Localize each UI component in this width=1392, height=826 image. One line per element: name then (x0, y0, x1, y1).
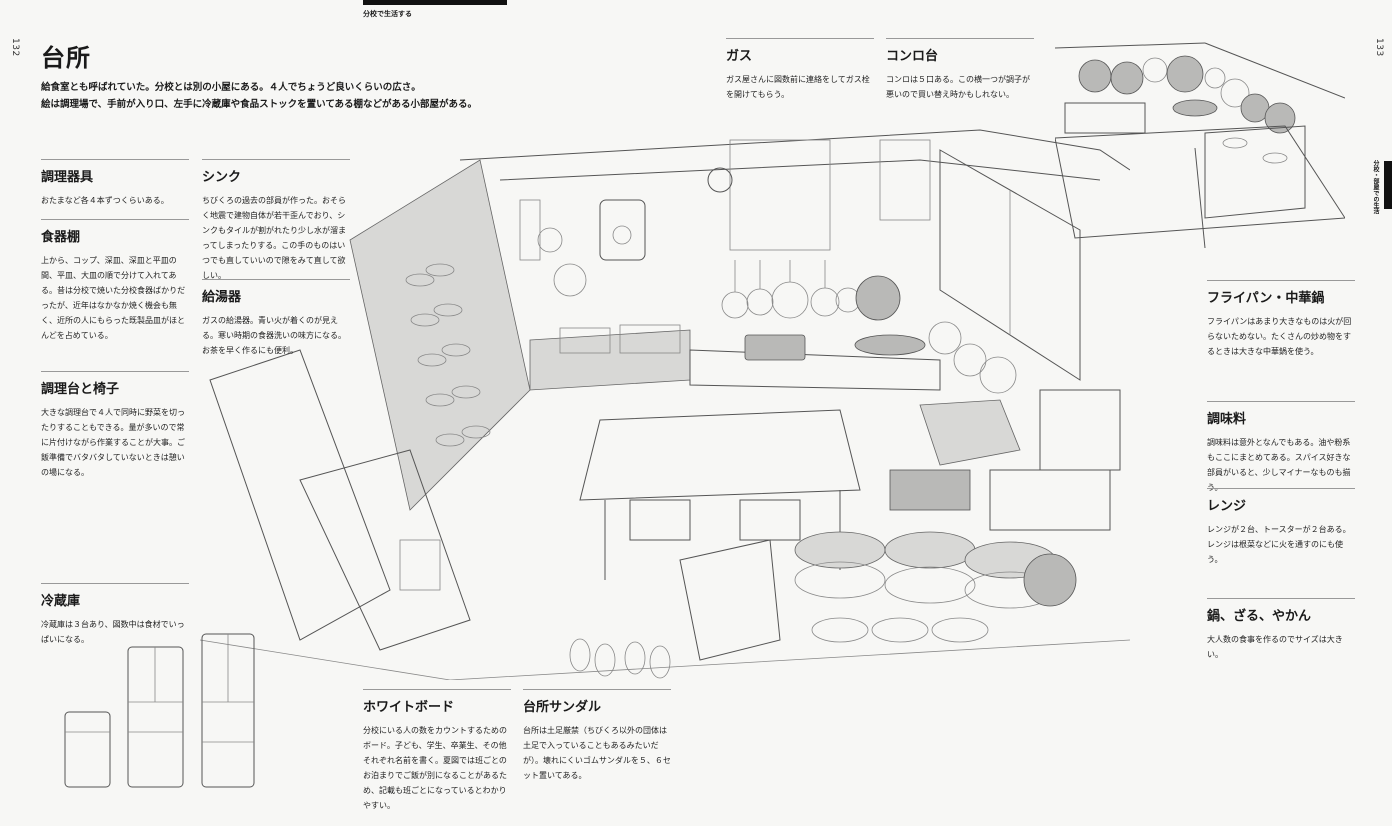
divider (886, 38, 1034, 39)
item-title: 鍋、ざる、やかん (1207, 609, 1312, 624)
item-kyutouki: 給湯器 ガスの給湯器。青い火が着くのが見える。寒い時期の食器洗いの味方になる。お… (202, 279, 350, 358)
divider (363, 689, 511, 690)
kitchen-sketch-illustration (200, 129, 1130, 680)
item-title: 食器棚 (41, 230, 81, 245)
item-choumiryou: 調味料 調味料は意外となんでもある。油や粉系もここにまとめてある。スパイス好きな… (1207, 401, 1355, 495)
divider (41, 219, 189, 220)
refrigerator-illustration (64, 633, 255, 788)
item-text: ガス屋さんに図数前に連絡をしてガス栓を開けてもらう。 (726, 75, 870, 99)
section-header-bar (363, 0, 507, 5)
side-tab-bar (1384, 161, 1392, 209)
item-text: コンロは５口ある。この横一つが調子が悪いので買い替え時かもしれない。 (886, 75, 1030, 99)
item-title: 台所サンダル (523, 700, 602, 715)
stove-inset-illustration (1055, 42, 1345, 249)
section-label: 分校で生活する (363, 10, 412, 18)
item-title: 調理台と椅子 (41, 382, 120, 397)
item-text: フライパンはあまり大きなものは火が回らないためない。たくさんの炒め物をするときは… (1207, 317, 1352, 356)
divider (41, 371, 189, 372)
item-chouridai: 調理台と椅子 大きな調理台で４人で同時に野菜を切ったりすることもできる。量が多い… (41, 371, 189, 480)
item-text: 分校にいる人の数をカウントするためのボード。子ども、学生、卒業生、その他それぞれ… (363, 726, 507, 810)
item-range: レンジ レンジが２台、トースターが２台ある。レンジは根菜などに火を通すのにも使う… (1207, 488, 1355, 567)
item-title: コンロ台 (886, 49, 939, 64)
item-frypan: フライパン・中華鍋 フライパンはあまり大きなものは火が回らないためない。たくさん… (1207, 280, 1355, 359)
item-sink: シンク ちびくろの過去の部員が作った。おそらく地震で建物自体が若干歪んでおり、シ… (202, 159, 350, 283)
item-title: レンジ (1207, 499, 1247, 514)
divider (726, 38, 874, 39)
item-title: 調味料 (1207, 412, 1247, 427)
item-sandal: 台所サンダル 台所は土足厳禁（ちびくろ以外の団体は土足で入っていることもあるみた… (523, 689, 671, 783)
page-number-right: 133 (1374, 38, 1384, 57)
item-text: ちびくろの過去の部員が作った。おそらく地震で建物自体が若干歪んでおり、シンクもタ… (202, 196, 346, 280)
item-title: 調理器具 (41, 170, 94, 185)
item-text: 台所は土足厳禁（ちびくろ以外の団体は土足で入っていることもあるみたいだが）。壊れ… (523, 726, 671, 780)
divider (202, 159, 350, 160)
item-reizouko: 冷蔵庫 冷蔵庫は３台あり、図数中は食材でいっぱいになる。 (41, 583, 189, 647)
item-title: シンク (202, 170, 242, 185)
item-whiteboard: ホワイトボード 分校にいる人の数をカウントするためのボード。子ども、学生、卒業生… (363, 689, 511, 813)
item-chouriki: 調理器具 おたまなど各４本ずつくらいある。 (41, 159, 189, 208)
item-text: ガスの給湯器。青い火が着くのが見える。寒い時期の食器洗いの味方になる。お茶を早く… (202, 316, 346, 355)
intro-line-1: 給食室とも呼ばれていた。分校とは別の小屋にある。４人でちょうど良いくらいの広さ。 (41, 82, 421, 93)
item-title: ホワイトボード (363, 700, 455, 715)
divider (1207, 598, 1355, 599)
divider (1207, 488, 1355, 489)
side-tab-label: 分校・部屋での生活 (1372, 160, 1379, 214)
divider (523, 689, 671, 690)
item-title: 給湯器 (202, 290, 242, 305)
divider (1207, 280, 1355, 281)
intro-line-2: 絵は調理場で、手前が入り口、左手に冷蔵庫や食品ストックを置いてある棚などがある小… (41, 99, 478, 110)
item-title: フライパン・中華鍋 (1207, 291, 1325, 306)
item-nabe: 鍋、ざる、やかん 大人数の食事を作るのでサイズは大きい。 (1207, 598, 1355, 662)
item-shokkidana: 食器棚 上から、コップ、深皿、深皿と平皿の間、平皿、大皿の順で分けて入れてある。… (41, 219, 189, 343)
divider (1207, 401, 1355, 402)
divider (41, 583, 189, 584)
item-title: ガス (726, 49, 753, 64)
item-text: 大人数の食事を作るのでサイズは大きい。 (1207, 635, 1343, 659)
item-text: レンジが２台、トースターが２台ある。レンジは根菜などに火を通すのにも使う。 (1207, 525, 1351, 564)
intro-text: 給食室とも呼ばれていた。分校とは別の小屋にある。４人でちょうど良いくらいの広さ。… (41, 79, 541, 113)
divider (41, 159, 189, 160)
page-title: 台所 (41, 44, 91, 72)
page-number-left: 132 (10, 38, 20, 57)
divider (202, 279, 350, 280)
item-text: 上から、コップ、深皿、深皿と平皿の間、平皿、大皿の順で分けて入れてある。昔は分校… (41, 256, 186, 340)
item-text: 大きな調理台で４人で同時に野菜を切ったりすることもできる。量が多いので常に片付け… (41, 408, 185, 477)
item-gas: ガス ガス屋さんに図数前に連絡をしてガス栓を開けてもらう。 (726, 38, 874, 102)
item-text: おたまなど各４本ずつくらいある。 (41, 196, 169, 205)
item-title: 冷蔵庫 (41, 594, 81, 609)
item-text: 冷蔵庫は３台あり、図数中は食材でいっぱいになる。 (41, 620, 185, 644)
item-text: 調味料は意外となんでもある。油や粉系もここにまとめてある。スパイス好きな部員がい… (1207, 438, 1351, 492)
item-konro: コンロ台 コンロは５口ある。この横一つが調子が悪いので買い替え時かもしれない。 (886, 38, 1034, 102)
